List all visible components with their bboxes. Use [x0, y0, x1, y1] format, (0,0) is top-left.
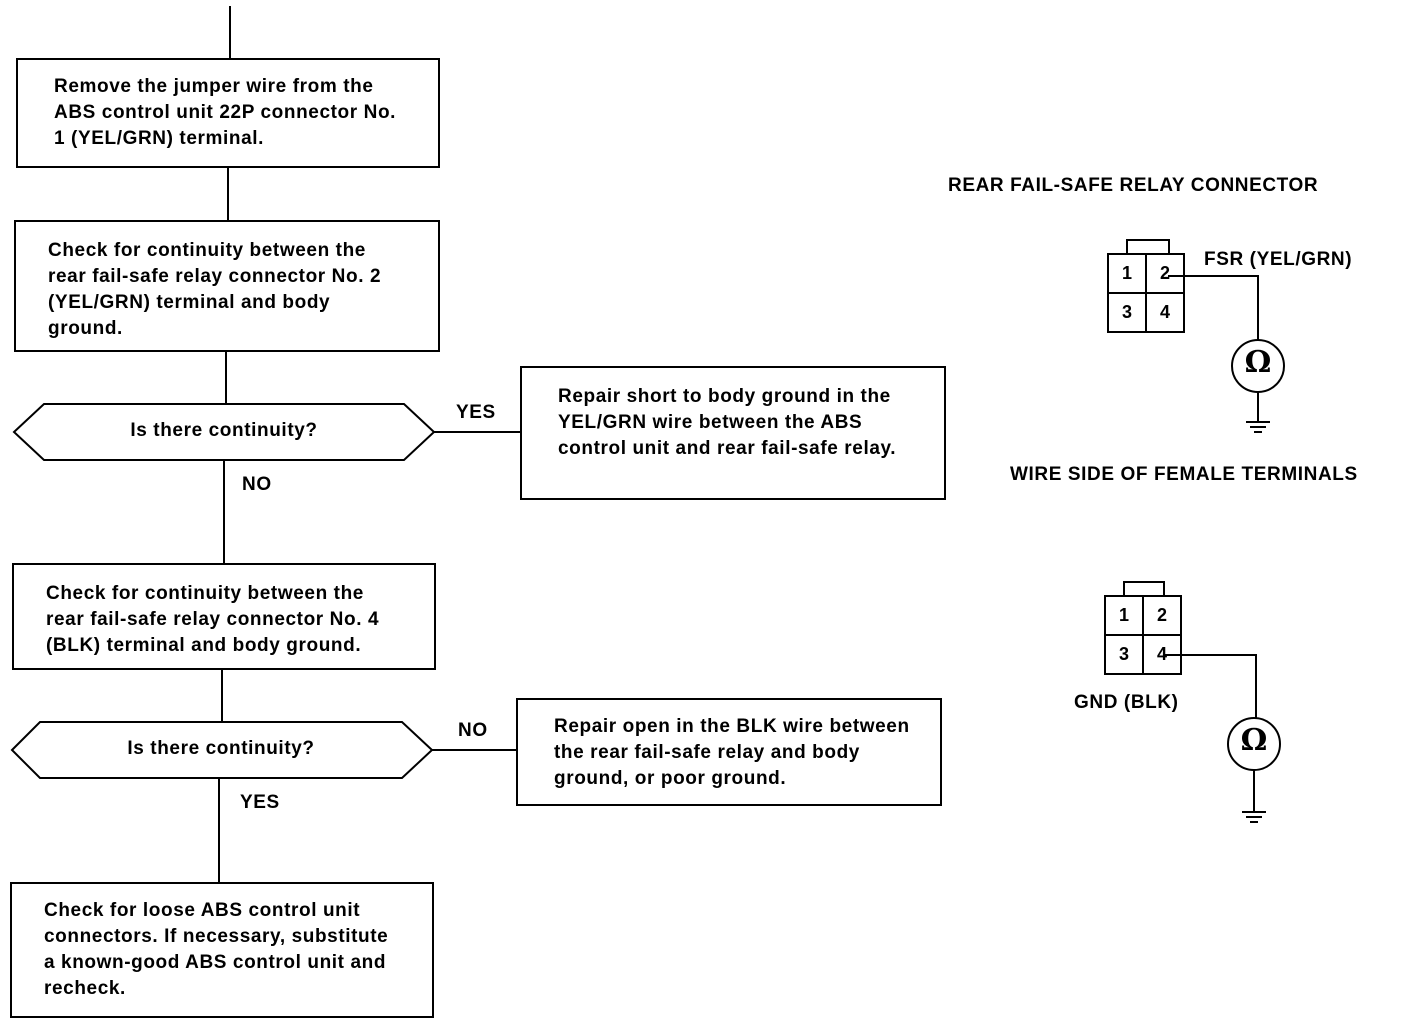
decision-2-no-label: NO: [458, 720, 488, 741]
step-check-loose-connectors-text: Check for loose ABS control unit connect…: [44, 900, 389, 999]
decision-2-shape: [10, 721, 434, 779]
decision-1-question: Is there continuity?: [130, 420, 318, 441]
lower-pin-2: 2: [1156, 605, 1167, 625]
step-check-continuity-terminal-2-text: Check for continuity between the rear fa…: [48, 240, 382, 339]
upper-pin-3: 3: [1121, 302, 1132, 322]
step-remove-jumper-text: Remove the jumper wire from the ABS cont…: [54, 76, 397, 149]
result-repair-open-text: Repair open in the BLK wire between the …: [554, 716, 910, 789]
decision-1-no-label: NO: [242, 474, 272, 495]
gnd-wire-label: GND (BLK): [1074, 692, 1179, 713]
decision-2-question: Is there continuity?: [127, 738, 315, 759]
upper-pin-1: 1: [1121, 263, 1132, 283]
lower-ohm-icon: Ω: [1240, 723, 1268, 758]
upper-pin-4: 4: [1159, 302, 1170, 322]
step-check-loose-connectors: Check for loose ABS control unit connect…: [10, 882, 434, 1018]
result-repair-short-text: Repair short to body ground in the YEL/G…: [558, 386, 897, 459]
lower-pin-3: 3: [1118, 644, 1129, 664]
step-check-continuity-terminal-2: Check for continuity between the rear fa…: [14, 220, 440, 352]
fsr-wire-label: FSR (YEL/GRN): [1204, 249, 1353, 270]
step-remove-jumper: Remove the jumper wire from the ABS cont…: [16, 58, 440, 168]
decision-1-shape: [12, 403, 436, 461]
connector-title: REAR FAIL-SAFE RELAY CONNECTOR: [948, 175, 1319, 196]
step-check-continuity-terminal-4: Check for continuity between the rear fa…: [12, 563, 436, 670]
step-check-continuity-terminal-4-text: Check for continuity between the rear fa…: [46, 583, 380, 656]
result-repair-open: Repair open in the BLK wire between the …: [516, 698, 942, 806]
result-repair-short: Repair short to body ground in the YEL/G…: [520, 366, 946, 500]
lower-pin-1: 1: [1118, 605, 1129, 625]
upper-ohm-icon: Ω: [1244, 345, 1272, 380]
decision-2-yes-label: YES: [240, 792, 280, 813]
upper-fsr-wire: [1168, 275, 1259, 340]
decision-1-yes-label: YES: [456, 402, 496, 423]
lower-connector-latch: [1123, 581, 1165, 597]
upper-connector-latch: [1126, 239, 1170, 255]
lower-gnd-wire: [1165, 654, 1257, 718]
lower-pin-4: 4: [1156, 644, 1167, 664]
upper-pin-2: 2: [1159, 263, 1170, 283]
terminal-side-caption: WIRE SIDE OF FEMALE TERMINALS: [1010, 464, 1358, 485]
